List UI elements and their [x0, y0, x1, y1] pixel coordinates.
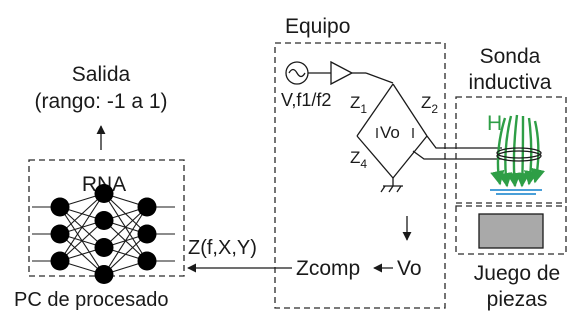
probe-wire-top: [426, 135, 502, 149]
probe-wire-bottom: [412, 150, 502, 160]
nn-connection: [59, 193, 105, 262]
pc-caption: PC de procesado: [14, 289, 169, 311]
piezas-block: [455, 205, 567, 255]
field-line: [530, 120, 545, 184]
nn-connection: [103, 206, 148, 248]
nn-neuron: [94, 238, 114, 257]
piezas-label-line1: Juego de: [474, 262, 560, 285]
sonda-label-line1: Sonda: [480, 45, 541, 68]
zfxy-label: Z(f,X,Y): [188, 237, 257, 259]
z1-label: Z1: [350, 93, 367, 116]
z2-label: Z2: [421, 93, 438, 116]
bridge-vo-label: Vo: [380, 123, 400, 142]
probe-coil-icon: [490, 114, 545, 195]
equipo-title: Equipo: [285, 15, 350, 38]
output-label-line1: Salida: [72, 63, 131, 86]
nn-neuron: [94, 265, 114, 284]
nn-neuron: [137, 197, 157, 217]
z4-label: Z4: [350, 148, 367, 171]
coil-winding: [496, 150, 542, 162]
nn-neuron: [94, 211, 114, 230]
output-label-line2: (rango: -1 a 1): [34, 90, 167, 113]
zcomp-label: Zcomp: [296, 257, 360, 280]
ac-source-icon: [285, 61, 309, 85]
nn-neuron: [50, 224, 70, 244]
field-line: [515, 115, 530, 188]
equipo-block: [274, 42, 446, 309]
coil-winding: [496, 147, 542, 159]
sonda-label-line2: inductiva: [469, 71, 552, 94]
nn-neuron: [94, 184, 114, 203]
source-label: V,f1/f2: [281, 90, 331, 110]
field-label: H: [487, 112, 502, 135]
nn-connection: [103, 206, 148, 275]
specimen-icon: [478, 213, 544, 249]
amp-to-bridge-wire: [365, 72, 394, 84]
nn-connection: [59, 193, 105, 235]
vo-label: Vo: [397, 257, 422, 280]
impedance-bridge: [356, 83, 428, 193]
nn-neuron: [50, 251, 70, 271]
nn-neuron: [137, 251, 157, 271]
nn-neuron: [137, 224, 157, 244]
field-line: [506, 114, 521, 188]
sonda-block: [455, 96, 567, 204]
nn-neuron: [50, 197, 70, 217]
nn-connection: [59, 220, 105, 262]
pc-block: [28, 159, 185, 277]
piezas-label-line2: piezas: [487, 288, 548, 311]
neural-network: [32, 184, 175, 284]
nn-connection: [103, 233, 148, 275]
amplifier-icon: [330, 60, 354, 86]
